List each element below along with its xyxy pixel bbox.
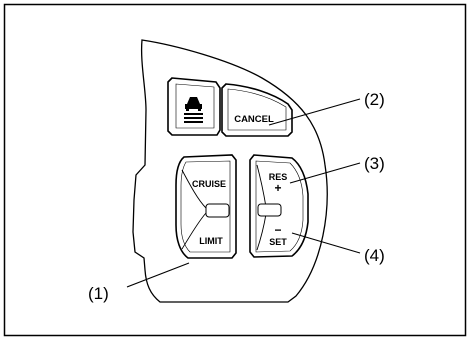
distance-button[interactable] (167, 77, 221, 136)
set-minus-sign: − (274, 223, 281, 237)
car-following-distance-icon (184, 97, 203, 123)
leader-line-1 (126, 262, 190, 288)
limit-label: LIMIT (199, 236, 223, 246)
callout-1: (1) (88, 284, 109, 303)
callout-3: (3) (364, 154, 385, 173)
set-label: SET (269, 237, 287, 247)
callout-4: (4) (364, 246, 385, 265)
cruise-label: CRUISE (192, 179, 226, 189)
callout-2: (2) (364, 90, 385, 109)
leader-line-3 (289, 162, 361, 184)
res-set-indicator-lamp (257, 203, 282, 217)
leader-line-2 (268, 98, 361, 126)
figure-frame (3, 3, 467, 337)
cruise-indicator-lamp (205, 203, 230, 218)
res-set-switch[interactable]: RES + − SET (249, 154, 309, 258)
leader-line-4 (291, 232, 361, 254)
cancel-button-label: CANCEL (234, 114, 274, 125)
cruise-limit-switch[interactable]: CRUISE LIMIT (175, 154, 237, 259)
res-label: RES (269, 172, 288, 182)
res-plus-sign: + (274, 181, 281, 195)
